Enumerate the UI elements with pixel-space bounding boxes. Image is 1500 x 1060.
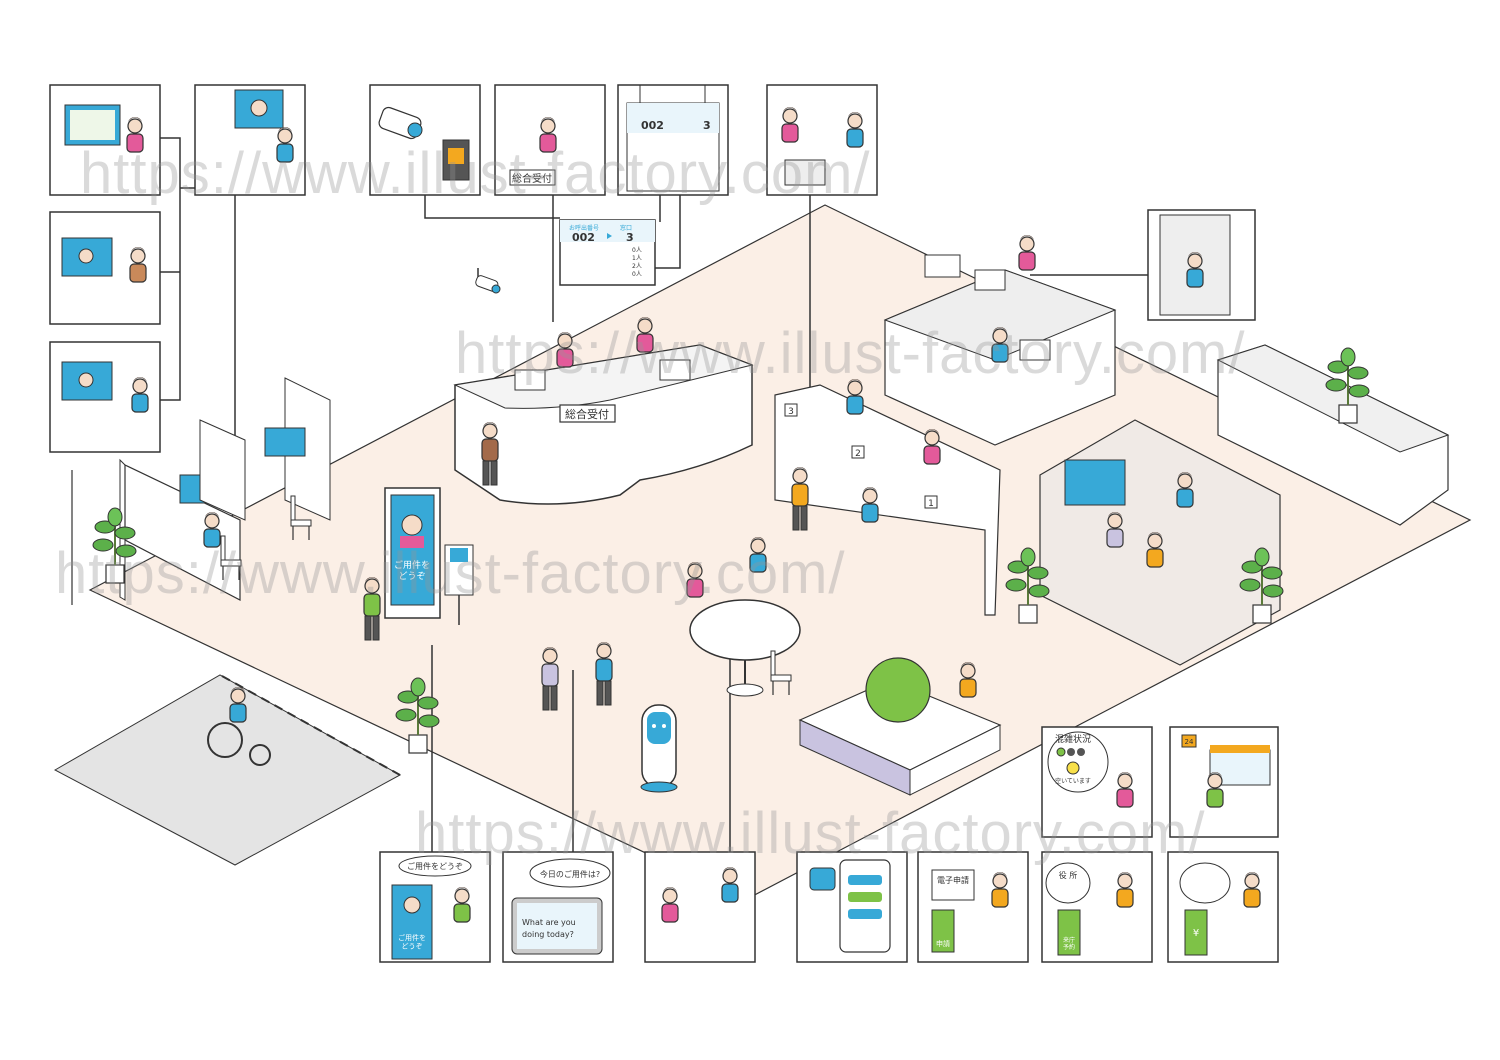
panel-pc-remote — [49, 341, 161, 453]
panel-camera — [369, 84, 481, 196]
queue-number-header: お呼出番号 — [569, 224, 599, 232]
queue-wait-3: 2人 — [632, 263, 642, 270]
panel-queue-board: 002 3 — [617, 84, 729, 196]
queue-window: 3 — [626, 231, 634, 244]
security-camera — [475, 268, 501, 294]
window-number-1: 1 — [928, 499, 934, 509]
panel-congestion-status: 空いています — [1055, 777, 1091, 785]
panel-tablet-line1: What are you — [522, 918, 576, 927]
panel-video-call — [194, 84, 306, 196]
panel-visit-reservation: 役 所 来庁予約 — [1041, 851, 1153, 963]
panel-board-number: 002 — [641, 119, 664, 132]
queue-wait-2: 1人 — [632, 255, 642, 262]
panel-reservation-sign: 役 所 — [1059, 870, 1078, 880]
panel-tablet-bubble: 今日のご用件は? — [540, 869, 600, 879]
panel-tablet-greeting: 今日のご用件は? What are you doing today? — [502, 851, 614, 963]
panel-24h-store: 24 — [1169, 726, 1279, 838]
panel-table-service — [644, 851, 756, 963]
window-number-2: 2 — [855, 449, 861, 459]
guide-robot — [640, 704, 678, 793]
panel-payment-phone: ¥ — [1193, 928, 1199, 939]
panel-chatbot — [796, 851, 908, 963]
digital-signage-kiosk: ご用件をどうぞ — [384, 487, 441, 619]
ticket-machine — [444, 544, 474, 625]
panel-kiosk-screen: ご用件をどうぞ — [398, 933, 426, 950]
panel-receptionist: 総合受付 — [494, 84, 606, 196]
panel-congestion: 混雑状況 空いています — [1041, 726, 1153, 838]
reception-sign: 総合受付 — [565, 407, 609, 421]
entrance-threshold — [221, 675, 401, 776]
panel-e-application-phone: 申請 — [936, 939, 950, 948]
queue-window-header: 窓口 — [620, 224, 632, 232]
queue-number: 002 — [572, 231, 595, 244]
queue-wait-4: 0人 — [632, 271, 642, 278]
panel-e-application-doc: 電子申請 — [937, 875, 969, 885]
back-office-desks — [883, 234, 1117, 446]
panel-board-window: 3 — [703, 119, 711, 132]
panel-pc-operator — [49, 84, 161, 196]
kiosk-message: ご用件をどうぞ — [394, 559, 430, 582]
window-number-3: 3 — [788, 407, 794, 417]
planter-seating — [798, 657, 1002, 796]
video-booth-area — [119, 377, 331, 601]
panel-e-application: 電子申請 申請 — [917, 851, 1029, 963]
panel-congestion-title: 混雑状況 — [1055, 733, 1091, 745]
panel-document-handover — [766, 84, 878, 196]
queue-board: お呼出番号 窓口 002 3 0人 1人 2人 0人 — [559, 219, 656, 286]
panel-pc-elderly — [49, 211, 161, 325]
panel-24h-sign: 24 — [1185, 738, 1194, 746]
panel-kiosk-bubble: ご用件をどうぞ — [407, 861, 463, 871]
queue-wait-1: 0人 — [632, 247, 642, 254]
panel-tablet-line2: doing today? — [522, 930, 574, 939]
round-table — [686, 536, 801, 697]
wheelchair-user — [207, 686, 271, 766]
panel-private-booth — [1147, 209, 1256, 321]
panel-reservation-phone: 来庁予約 — [1063, 936, 1075, 951]
panel-reception-sign: 総合受付 — [512, 172, 552, 185]
connector-lines — [158, 137, 1148, 852]
service-counters: 3 2 1 — [774, 378, 1001, 616]
panel-kiosk-greeting: ご用件をどうぞ ご用件をどうぞ — [379, 851, 491, 963]
reception-desk: 総合受付 — [453, 316, 754, 505]
panel-payment: ¥ — [1167, 851, 1279, 963]
